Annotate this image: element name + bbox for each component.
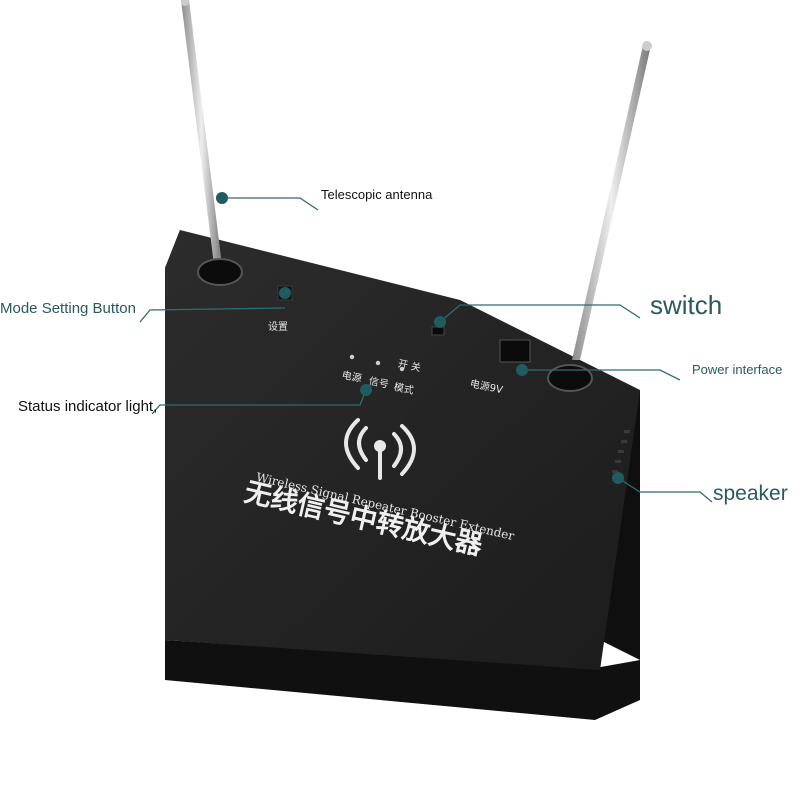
- callout-power-interface: Power interface: [692, 362, 783, 377]
- callout-lines: [139, 197, 713, 503]
- antenna-left: [181, 0, 222, 265]
- power-port: [499, 339, 531, 363]
- callout-mode-setting-button: Mode Setting Button: [0, 300, 136, 317]
- power-switch: [431, 326, 445, 336]
- status-lights: [349, 354, 405, 372]
- antenna-left-base: [197, 258, 243, 286]
- callout-telescopic-antenna: Telescopic antenna: [321, 187, 433, 202]
- callout-dots: [216, 192, 624, 484]
- antenna-right: [572, 45, 651, 360]
- settings-label: 设置: [268, 322, 288, 333]
- speaker-grille: [612, 430, 630, 473]
- callout-status-indicator-light: Status indicator light,: [18, 398, 158, 415]
- antenna-right-tip: [642, 41, 652, 51]
- antenna-right-base: [547, 364, 593, 392]
- wifi-signal-icon: [344, 418, 416, 480]
- callout-switch: switch: [650, 290, 723, 320]
- antenna-left-tip: [181, 0, 189, 6]
- device-side-front: [165, 640, 640, 720]
- callout-speaker: speaker: [713, 482, 788, 505]
